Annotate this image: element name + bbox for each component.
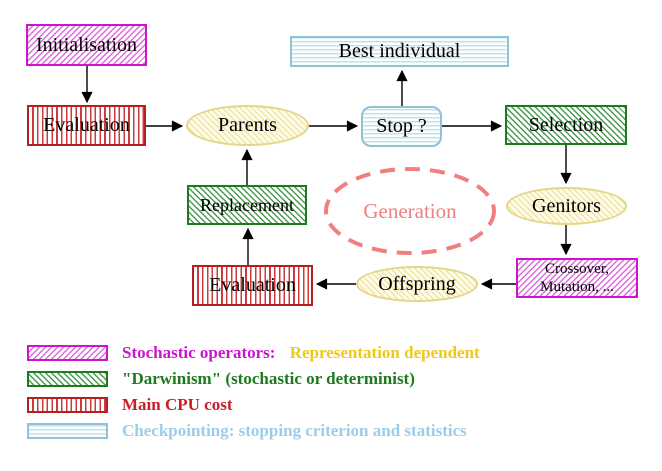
node-replacement: Replacement bbox=[187, 185, 307, 225]
node-parents: Parents bbox=[186, 105, 309, 146]
legend-swatch-green-hatch bbox=[27, 371, 108, 387]
node-best-individual: Best individual bbox=[290, 36, 509, 67]
node-replacement-label: Replacement bbox=[200, 194, 294, 215]
node-crossover-mutation-label: Crossover, Mutation, ... bbox=[540, 260, 614, 296]
node-evaluation-top-label: Evaluation bbox=[43, 114, 130, 136]
legend: Stochastic operators: Representation dep… bbox=[27, 343, 480, 449]
node-evaluation-bottom: Evaluation bbox=[192, 265, 313, 306]
node-offspring-label: Offspring bbox=[378, 272, 456, 295]
node-evaluation-bottom-label: Evaluation bbox=[209, 274, 296, 296]
crossover-line1: Crossover, bbox=[545, 261, 609, 277]
legend-text-darwinism: "Darwinism" (stochastic or determinist) bbox=[122, 369, 415, 388]
node-genitors-label: Genitors bbox=[532, 194, 601, 217]
node-stop-label: Stop ? bbox=[376, 115, 427, 137]
node-best-individual-label: Best individual bbox=[338, 40, 461, 62]
node-genitors: Genitors bbox=[506, 187, 627, 225]
legend-row-checkpointing: Checkpointing: stopping criterion and st… bbox=[27, 421, 480, 440]
node-initialisation-label: Initialisation bbox=[35, 33, 138, 56]
legend-label-stochastic: Stochastic operators: Representation dep… bbox=[122, 343, 480, 363]
legend-row-cpu-cost: Main CPU cost bbox=[27, 395, 480, 414]
legend-text-main-cpu-cost: Main CPU cost bbox=[122, 395, 233, 414]
crossover-line2: Mutation, ... bbox=[540, 279, 614, 295]
node-selection-label: Selection bbox=[528, 113, 604, 136]
node-offspring: Offspring bbox=[356, 266, 478, 302]
legend-swatch-magenta-hatch bbox=[27, 345, 108, 361]
node-stop: Stop ? bbox=[361, 106, 442, 147]
legend-row-stochastic: Stochastic operators: Representation dep… bbox=[27, 343, 480, 363]
legend-row-darwinism: "Darwinism" (stochastic or determinist) bbox=[27, 369, 480, 388]
legend-swatch-red-stripes bbox=[27, 397, 108, 413]
node-initialisation: Initialisation bbox=[26, 24, 147, 66]
node-generation: Generation bbox=[325, 169, 495, 253]
legend-text-checkpointing: Checkpointing: stopping criterion and st… bbox=[122, 421, 467, 440]
legend-text-representation-dependent: Representation dependent bbox=[289, 343, 480, 362]
legend-text-stochastic-operators: Stochastic operators: bbox=[122, 343, 276, 362]
node-selection: Selection bbox=[505, 105, 627, 145]
node-generation-label: Generation bbox=[363, 198, 457, 223]
node-evaluation-top: Evaluation bbox=[27, 105, 146, 146]
node-crossover-mutation: Crossover, Mutation, ... bbox=[516, 258, 638, 298]
legend-swatch-cyan-stripes bbox=[27, 423, 108, 439]
node-parents-label: Parents bbox=[218, 114, 277, 136]
